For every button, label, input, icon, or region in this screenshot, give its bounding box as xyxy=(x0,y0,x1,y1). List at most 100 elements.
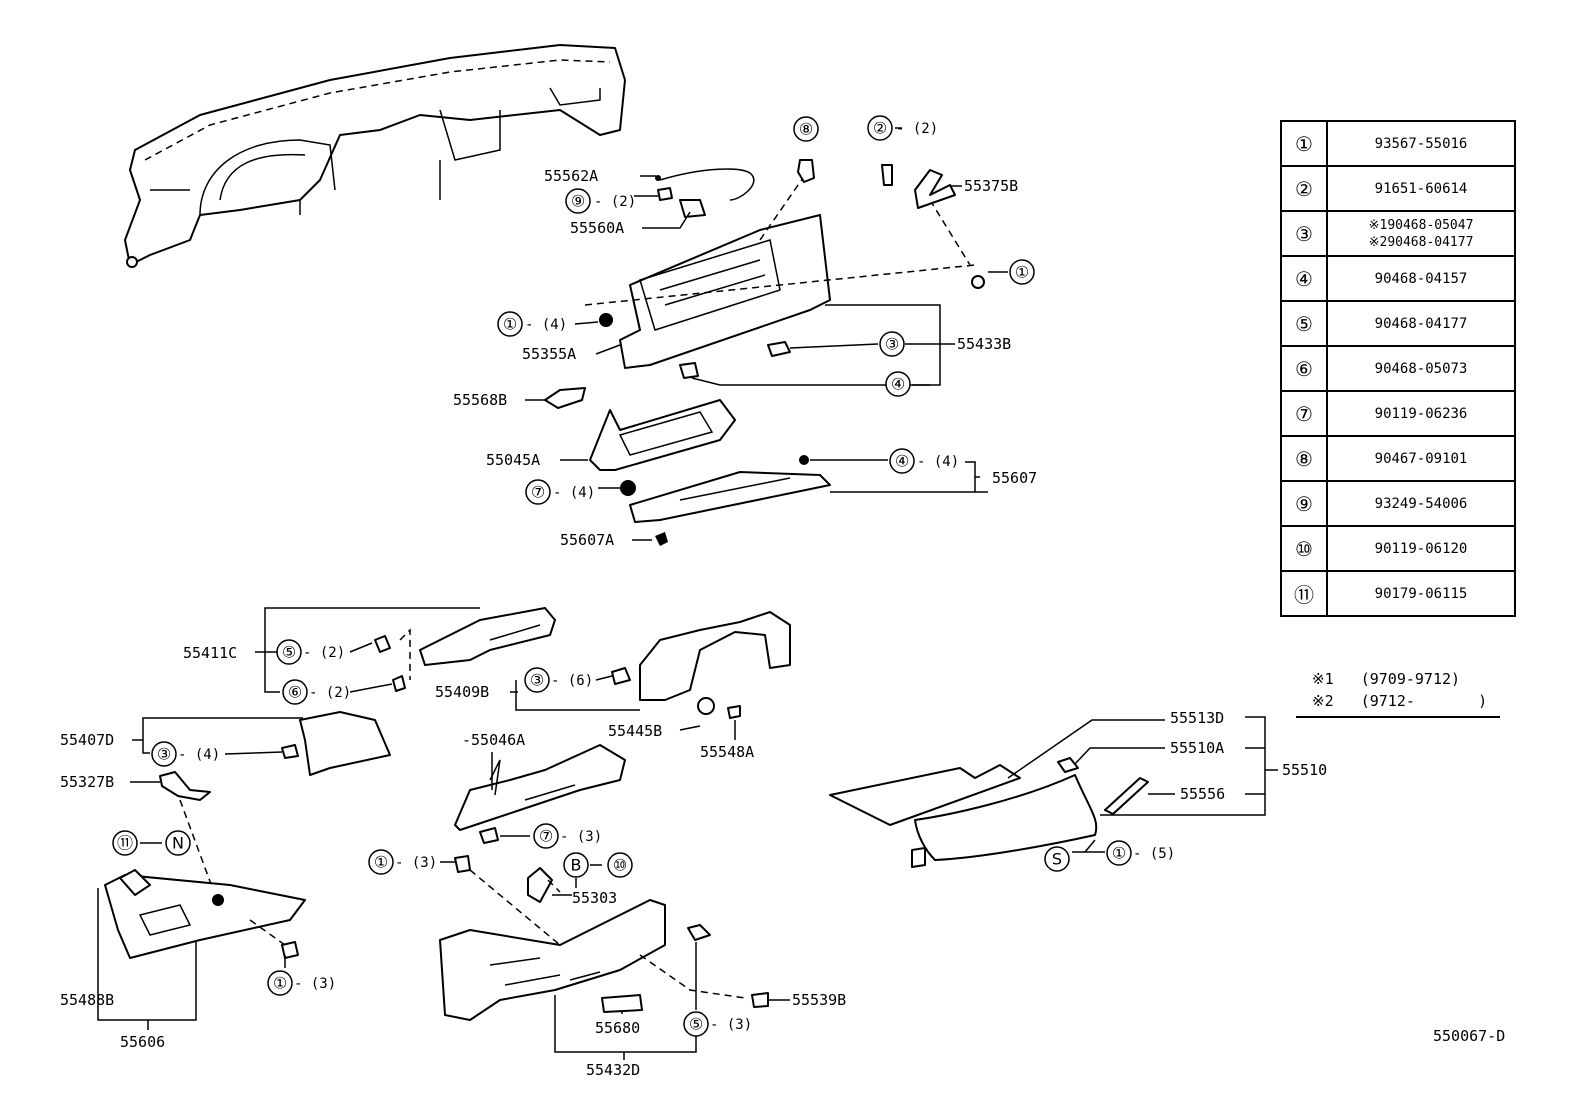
qty-2-55411C-a: - (2) xyxy=(303,645,345,661)
legend-value-line-1: ※190468-05047 xyxy=(1368,217,1474,233)
fasteners-mid-top xyxy=(599,275,985,386)
svg-text:①: ① xyxy=(1112,844,1126,863)
callout-10: ⑩ xyxy=(607,852,633,878)
panel-55568B-drawing xyxy=(544,387,586,409)
svg-text:④: ④ xyxy=(891,375,905,394)
diagram-id: 550067-D xyxy=(1433,1027,1506,1045)
bracket-55046A-drawing xyxy=(454,744,626,844)
callout-4-55607: ④ xyxy=(889,448,915,474)
legend-key: ② xyxy=(1280,165,1328,212)
panel-55607-drawing xyxy=(629,455,831,546)
svg-text:N: N xyxy=(172,834,184,853)
label-55539B: 55539B xyxy=(792,991,846,1009)
label-55488B: 55488B xyxy=(60,991,114,1009)
callout-7-lower: ⑦ xyxy=(533,823,559,849)
legend-value: 90468-04177 xyxy=(1326,300,1516,347)
label-55607: 55607 xyxy=(992,469,1037,487)
label-55680: 55680 xyxy=(595,1019,640,1037)
qty-2-55411C-b: - (2) xyxy=(309,685,351,701)
legend-key: ⑨ xyxy=(1280,480,1328,527)
svg-text:③: ③ xyxy=(530,671,544,690)
label-55432D: 55432D xyxy=(586,1061,640,1079)
footnote-2: ※2 (9712- ) xyxy=(1312,692,1488,710)
svg-text:⑤: ⑤ xyxy=(282,643,296,662)
legend-value: 90468-05073 xyxy=(1326,345,1516,392)
callout-N: N xyxy=(165,830,191,856)
legend-value: 90119-06120 xyxy=(1326,525,1516,572)
callout-3-housing: ③ xyxy=(879,331,905,357)
label-55560A: 55560A xyxy=(570,219,624,237)
svg-text:S: S xyxy=(1052,850,1062,869)
callout-3-55409B: ③ xyxy=(524,667,550,693)
label-55568B: 55568B xyxy=(453,391,507,409)
legend-value: 90467-09101 xyxy=(1326,435,1516,482)
callout-1-left-housing: ① xyxy=(497,311,523,337)
lower-panel-55432D-drawing xyxy=(439,855,769,1021)
instrument-panel-drawing xyxy=(124,44,626,268)
callout-4-housing: ④ xyxy=(885,371,911,397)
svg-text:⑤: ⑤ xyxy=(689,1015,703,1034)
label-55607A: 55607A xyxy=(560,531,614,549)
label-55513D: 55513D xyxy=(1170,709,1224,727)
svg-text:③: ③ xyxy=(157,745,171,764)
callout-1-lower-left: ① xyxy=(267,970,293,996)
legend-value: 93567-55016 xyxy=(1326,120,1516,167)
callout-7-top: ⑦ xyxy=(525,479,551,505)
reinforcement-55045A-drawing xyxy=(589,399,736,496)
bracket-55375B-drawing xyxy=(797,159,956,209)
callout-1-right-housing: ① xyxy=(1009,259,1035,285)
svg-text:②: ② xyxy=(873,119,887,138)
label-55433B: 55433B xyxy=(957,335,1011,353)
callout-5-lower: ⑤ xyxy=(683,1011,709,1037)
label-55411C: 55411C xyxy=(183,644,237,662)
qty-4-55607: - (4) xyxy=(917,454,959,470)
legend-value: 91651-60614 xyxy=(1326,165,1516,212)
label-55045A: 55045A xyxy=(486,451,540,469)
callout-S: S xyxy=(1044,846,1070,872)
leader-lines xyxy=(97,127,1278,1060)
callout-11: ⑪ xyxy=(112,830,138,856)
legend-value: 90179-06115 xyxy=(1326,570,1516,617)
callout-9: ⑨ xyxy=(565,188,591,214)
qty-3-lower-center: - (3) xyxy=(395,855,437,871)
callout-1-lower-center: ① xyxy=(368,849,394,875)
callout-3-55407D: ③ xyxy=(151,741,177,767)
legend-value: 90119-06236 xyxy=(1326,390,1516,437)
svg-text:⑦: ⑦ xyxy=(539,827,553,846)
callout-1-door: ① xyxy=(1106,840,1132,866)
panel-55409B-drawing xyxy=(611,611,791,719)
bracket-55327B-drawing xyxy=(159,771,216,896)
legend-key: ④ xyxy=(1280,255,1328,302)
qty-4-55407D: - (4) xyxy=(178,747,220,763)
qty-2-top: - (2) xyxy=(896,121,938,137)
label-55375B: 55375B xyxy=(964,177,1018,195)
qty-3-55432D: - (3) xyxy=(710,1017,752,1033)
undercover-55606-drawing xyxy=(104,869,306,959)
legend-key: ⑪ xyxy=(1280,570,1328,617)
svg-text:⑧: ⑧ xyxy=(799,120,813,139)
footnote-1: ※1 (9709-9712) xyxy=(1312,670,1461,688)
qty-2-cable: - (2) xyxy=(594,194,636,210)
legend-key: ⑧ xyxy=(1280,435,1328,482)
footnote-rule xyxy=(1296,716,1500,718)
label-55548A: 55548A xyxy=(700,743,754,761)
svg-text:⑪: ⑪ xyxy=(117,834,133,853)
qty-3-lower: - (3) xyxy=(560,829,602,845)
label-55510: 55510 xyxy=(1282,761,1327,779)
callout-B: B xyxy=(563,852,589,878)
callout-2-top: ② xyxy=(867,115,893,141)
label-55510A: 55510A xyxy=(1170,739,1224,757)
legend-key: ⑤ xyxy=(1280,300,1328,347)
cover-55407D-drawing xyxy=(281,711,391,776)
svg-text:⑨: ⑨ xyxy=(571,192,585,211)
